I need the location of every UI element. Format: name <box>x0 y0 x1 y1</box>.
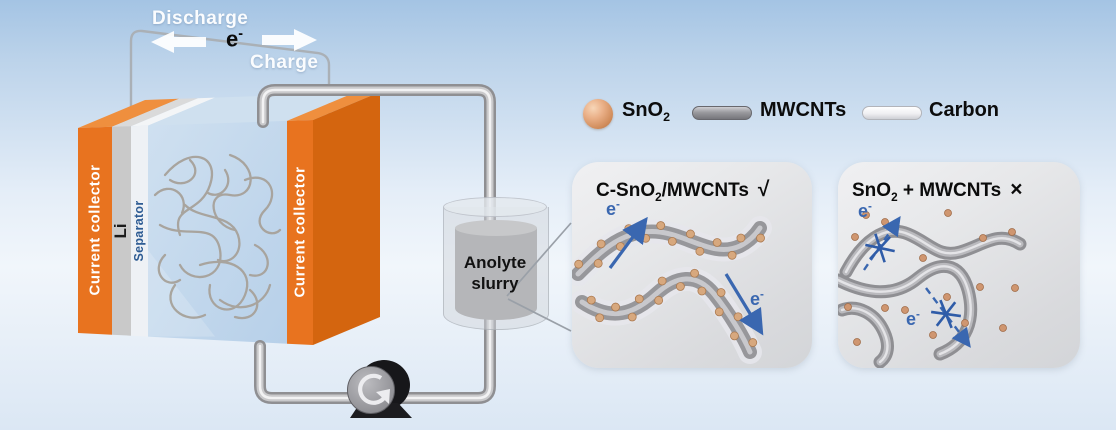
panel-mixture-art <box>838 209 1027 368</box>
sno2-bead <box>656 221 666 230</box>
sno2-bead <box>697 286 707 296</box>
separator-top-face <box>131 97 215 127</box>
anolyte-top-face <box>148 92 354 126</box>
charge-label: Charge <box>250 52 319 73</box>
electron-arrow-icon <box>724 273 764 336</box>
sno2-bead <box>733 312 743 322</box>
battery-cell <box>78 92 380 345</box>
blocked-electron-icon <box>925 287 971 348</box>
sno2-bead <box>596 239 606 249</box>
sno2-bead <box>716 288 726 297</box>
circuit-wire <box>129 29 331 122</box>
sno2-bead <box>714 307 724 317</box>
pump-rotation-arrow-icon <box>358 373 386 405</box>
legend-mwcnt-label: MWCNTs <box>760 99 847 121</box>
sno2-bead <box>627 312 637 322</box>
mwcnt-tube-icon <box>692 106 752 120</box>
legend-sno2-label: SnO2 <box>622 99 671 124</box>
sno2-bead <box>756 233 765 243</box>
anolyte-compartment <box>148 120 287 344</box>
cross-mark-icon: × <box>1010 178 1023 201</box>
reservoir-outer-top <box>443 197 547 217</box>
sno2-bead <box>686 229 695 239</box>
electron-arrow-icon <box>608 216 648 269</box>
sno2-bead <box>595 313 605 323</box>
sno2-bead <box>695 246 705 256</box>
collector-top-face <box>78 98 179 128</box>
reservoir-slurry-top <box>455 220 537 236</box>
lithium-layer <box>112 126 131 336</box>
sno2-bead <box>667 236 677 246</box>
sno2-particles <box>844 209 1019 346</box>
sno2-bead <box>727 250 737 260</box>
sno2-bead <box>736 233 746 243</box>
sno2-bead <box>712 238 722 247</box>
check-mark-icon: √ <box>757 178 770 201</box>
panel-composite-art <box>572 216 772 364</box>
electron-label-top: e- <box>226 26 244 52</box>
blocked-electron-icon <box>863 216 901 271</box>
pump-icon <box>347 360 412 418</box>
sno2-bead <box>641 233 651 243</box>
sno2-bead <box>748 338 758 347</box>
sno2-bead <box>657 276 667 286</box>
sno2-bead <box>634 294 644 304</box>
sno2-bead <box>611 302 620 312</box>
carbon-tube-icon <box>862 106 922 120</box>
sno2-bead <box>730 331 739 341</box>
li-top-face <box>112 98 198 127</box>
sno2-bead <box>593 258 603 268</box>
panel-mixture: SnO2 + MWCNTs× <box>838 162 1080 368</box>
sno2-sphere-icon <box>583 99 613 129</box>
electron-label: e- <box>858 200 872 221</box>
legend-carbon-label: Carbon <box>929 99 999 121</box>
coated-nanotube <box>572 216 772 286</box>
sno2-bead <box>624 224 634 234</box>
coated-nanotube <box>572 267 762 364</box>
sno2-bead <box>586 295 596 305</box>
collector-side-face <box>313 92 380 345</box>
sno2-bead <box>690 268 699 278</box>
separator-layer <box>131 125 148 337</box>
collector-top-face-right <box>287 92 380 121</box>
charge-arrow-icon <box>262 29 317 51</box>
electron-label: e- <box>750 288 764 309</box>
sno2-bead <box>676 282 685 291</box>
current-collector-left <box>78 126 112 335</box>
discharge-arrow-icon <box>151 31 206 53</box>
electron-label: e- <box>606 198 620 219</box>
reservoir-label: Anolyte slurry <box>463 253 527 293</box>
panel-composite-title: C-SnO2/MWCNTs√ <box>596 178 770 204</box>
discharge-label: Discharge <box>152 8 249 29</box>
panel-mixture-title: SnO2 + MWCNTs× <box>852 178 1023 204</box>
mwcnt-tangle <box>153 153 282 320</box>
panel-composite: C-SnO2/MWCNTs√ e- e- <box>572 162 812 368</box>
electron-label: e- <box>906 308 920 329</box>
bare-nanotubes <box>838 224 1027 368</box>
sno2-bead <box>574 259 584 269</box>
current-collector-right <box>287 120 313 345</box>
sno2-bead <box>654 295 664 305</box>
